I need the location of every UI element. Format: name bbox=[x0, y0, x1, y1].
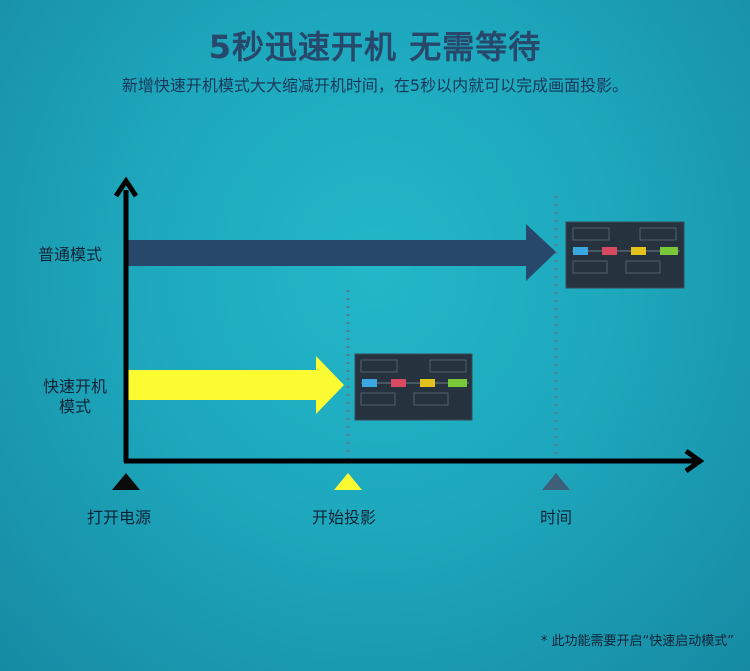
normal-mode-arrow bbox=[128, 224, 556, 281]
fast-mode-label: 快速开机 模式 bbox=[38, 377, 112, 417]
time-label: 时间 bbox=[540, 508, 573, 527]
fast-mode-label-line2: 模式 bbox=[58, 397, 91, 416]
projection-start-marker bbox=[334, 473, 362, 490]
fast-mode-arrow bbox=[128, 356, 344, 414]
normal-mode-label: 普通模式 bbox=[38, 245, 103, 264]
page-title: 5秒迅速开机 无需等待 bbox=[208, 28, 542, 66]
fast-mode-screen-thumbnail bbox=[354, 353, 473, 421]
footnote: * 此功能需要开启“快速启动模式” bbox=[540, 634, 734, 649]
power-on-label: 打开电源 bbox=[87, 508, 152, 527]
page-subtitle: 新增快速开机模式大大缩减开机时间，在5秒以内就可以完成画面投影。 bbox=[121, 76, 629, 95]
power-on-marker bbox=[112, 473, 140, 490]
fast-mode-label-line1: 快速开机 bbox=[42, 377, 107, 396]
y-axis-arrowhead bbox=[113, 176, 139, 198]
x-axis-arrowhead bbox=[684, 448, 705, 474]
normal-mode-screen-thumbnail bbox=[565, 221, 685, 289]
projection-start-label: 开始投影 bbox=[312, 508, 377, 527]
time-marker bbox=[542, 473, 570, 490]
